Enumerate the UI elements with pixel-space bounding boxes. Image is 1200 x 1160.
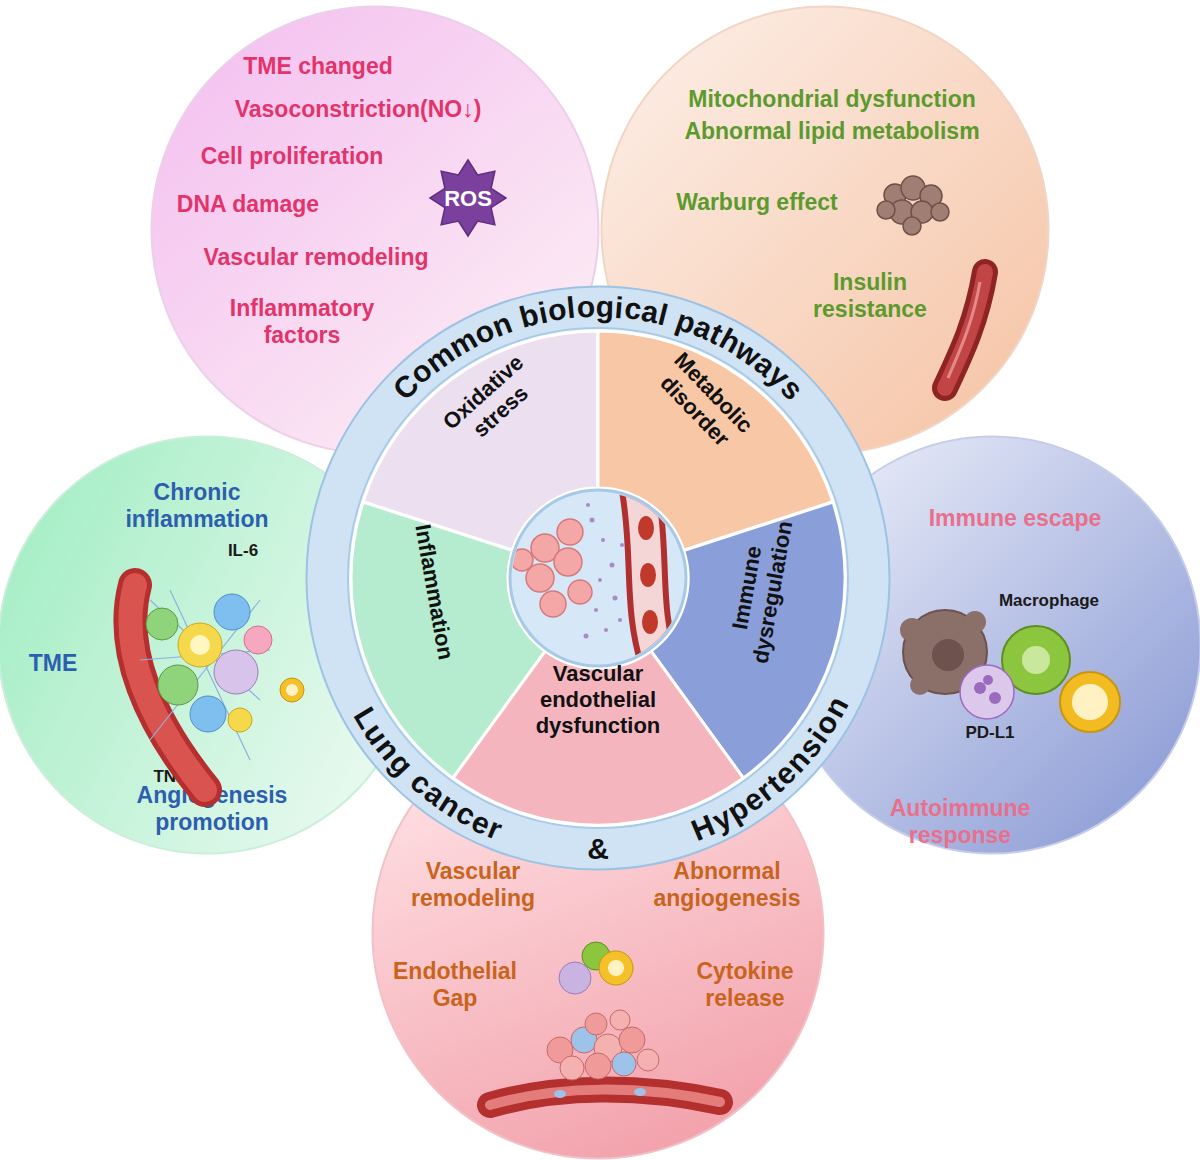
node-label: Chronic inflammation <box>102 479 292 533</box>
node-label: IL-6 <box>228 541 258 561</box>
node-label: Warburg effect <box>676 189 837 216</box>
node-label: DNA damage <box>177 191 319 218</box>
pathway-ring: Common biological pathwaysLung cancer&Hy… <box>305 285 891 871</box>
node-label: Insulin resistance <box>790 269 950 323</box>
node-label: PD-L1 <box>965 723 1014 743</box>
node-label: Mitochondrial dysfunction <box>688 86 976 113</box>
node-label: Macrophage <box>999 591 1099 611</box>
arc-glyph: o <box>546 294 569 326</box>
petal-circle <box>373 708 824 1159</box>
node-label: Angiogenesis promotion <box>112 782 312 836</box>
node-label: Endothelial Gap <box>370 958 540 1012</box>
arc-glyph: o <box>576 292 596 323</box>
node-label: Cytokine release <box>680 958 810 1012</box>
star-shape <box>430 160 506 236</box>
ring-band <box>307 287 890 870</box>
node-label: Inflammatory factors <box>202 295 402 349</box>
sector-shape <box>453 651 743 825</box>
node-label: ROS <box>444 186 492 212</box>
node-label: TME changed <box>243 53 393 80</box>
node-label: Abnormal angiogenesis <box>632 858 822 912</box>
node-label: Abnormal lipid metabolism <box>684 118 979 145</box>
node-label: Autoimmune response <box>870 795 1050 849</box>
arc-glyph: & <box>587 834 609 864</box>
node-label: Vascular remodeling <box>388 858 558 912</box>
node-label: Vascular remodeling <box>204 244 429 271</box>
ring-inner <box>348 328 848 828</box>
ros-star: ROS <box>430 160 506 236</box>
node-label: Vasoconstriction(NO↓) <box>235 96 482 123</box>
petal-circle <box>784 437 1200 854</box>
node-label: TME <box>29 650 78 677</box>
node-label: Cell proliferation <box>201 143 384 170</box>
pathway-sector: Vascular endothelial dysfunction <box>451 649 745 827</box>
arc-glyph: l <box>566 293 577 324</box>
node-label: Immune escape <box>929 505 1102 532</box>
node-label: Vascular endothelial dysfunction <box>518 661 678 739</box>
arc-glyph: g <box>595 292 614 322</box>
